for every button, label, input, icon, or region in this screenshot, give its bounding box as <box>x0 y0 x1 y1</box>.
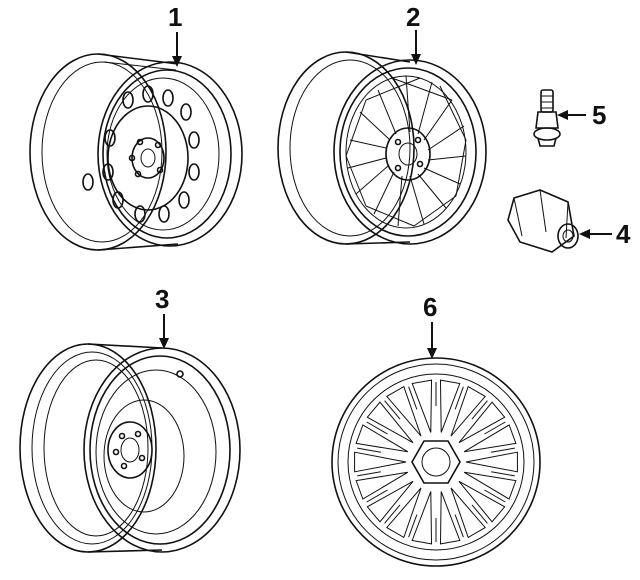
leader-arrow-4 <box>579 229 590 239</box>
cover-rib <box>357 471 381 477</box>
cover-slot <box>439 491 461 545</box>
cover-slot <box>354 451 407 473</box>
steel-wheel-part-1[interactable] <box>29 53 243 251</box>
cover-rib <box>484 421 506 435</box>
cover-rib <box>471 400 488 420</box>
cover-slot <box>386 487 422 539</box>
cover-rib <box>491 471 515 477</box>
cover-rib <box>366 489 388 503</box>
cover-rib <box>366 421 388 435</box>
cover-slot <box>465 451 518 473</box>
leader-arrow-3 <box>159 338 169 349</box>
callout-5: 5 <box>592 100 606 130</box>
wheel-cover-part-6[interactable] <box>331 357 541 567</box>
cover-slot <box>458 401 506 444</box>
cover-rib <box>357 447 381 453</box>
cover-slot <box>386 385 422 437</box>
cover-slot <box>411 379 433 433</box>
cover-slot <box>355 424 409 453</box>
cover-rib <box>408 386 418 410</box>
callout-2: 2 <box>406 2 420 32</box>
leader-arrow-2 <box>411 54 421 65</box>
callout-1: 1 <box>168 2 182 32</box>
spare-wheel-part-3[interactable] <box>19 343 241 553</box>
lug-nut-part-4[interactable] <box>507 189 579 253</box>
cover-slot <box>439 379 461 433</box>
callout-3: 3 <box>155 284 169 314</box>
cover-slot <box>463 471 517 500</box>
cover-slot <box>366 401 414 444</box>
cover-slot <box>366 480 414 523</box>
cover-rib <box>491 447 515 453</box>
callout-4: 4 <box>616 219 631 249</box>
cover-rib <box>471 504 488 524</box>
callout-6: 6 <box>423 292 437 322</box>
cover-slot <box>411 491 433 545</box>
cover-rib <box>384 504 401 524</box>
cover-slot <box>450 385 486 437</box>
cover-slot <box>355 471 409 500</box>
leader-arrow-5 <box>557 110 568 120</box>
cover-rib <box>384 400 401 420</box>
alloy-wheel-part-2[interactable] <box>277 51 487 245</box>
cover-slot <box>458 480 506 523</box>
cover-rib <box>454 386 464 410</box>
cover-rib <box>484 489 506 503</box>
cover-slot <box>450 487 486 539</box>
cover-slot <box>463 424 517 453</box>
valve-stem-part-5[interactable] <box>533 89 561 147</box>
leader-arrow-1 <box>172 56 182 67</box>
cover-rib <box>454 514 464 538</box>
leader-arrow-6 <box>427 348 437 359</box>
cover-rib <box>408 514 418 538</box>
